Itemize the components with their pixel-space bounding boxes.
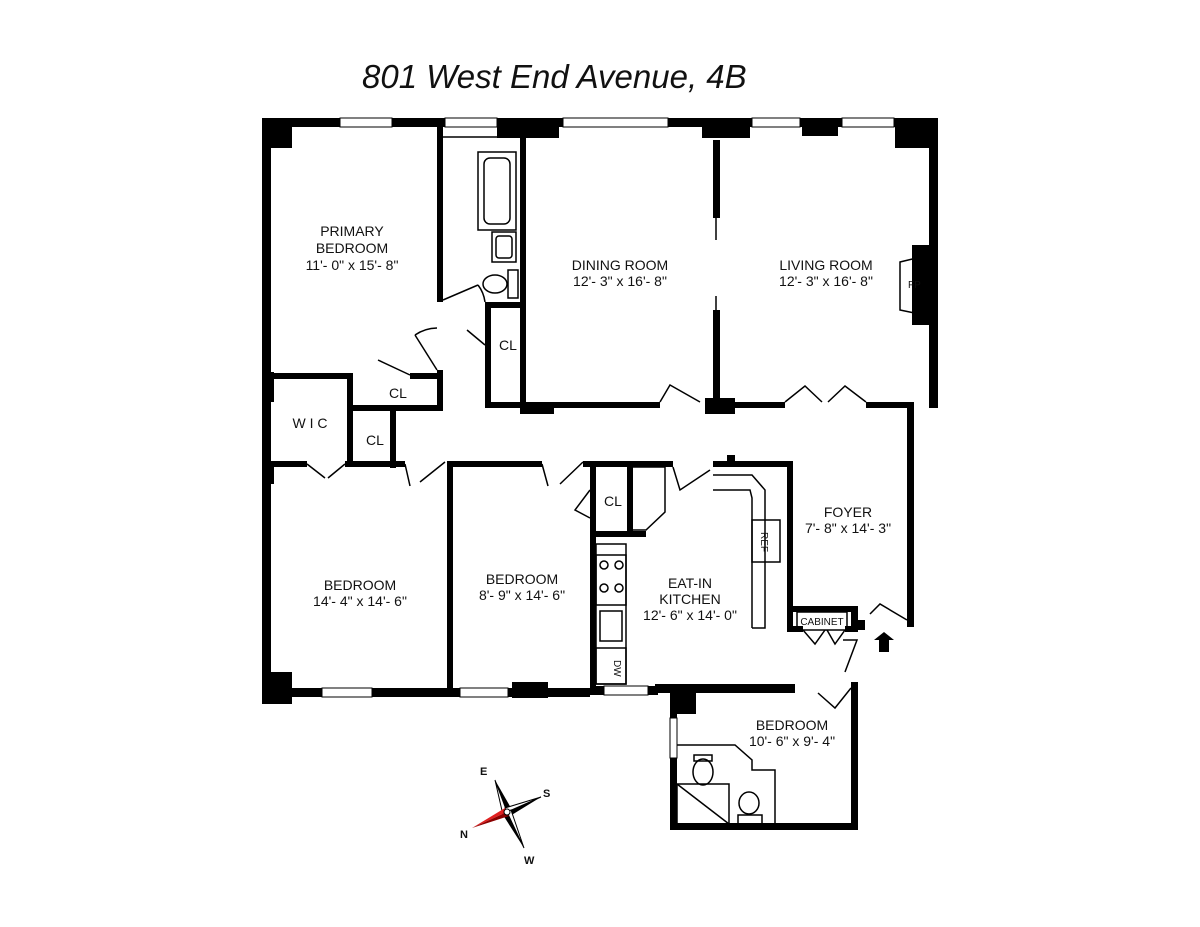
room-dimensions: 12'- 3" x 16'- 8" — [573, 273, 667, 289]
room-dimensions: 10'- 6" x 9'- 4" — [749, 733, 835, 749]
closet-label: CL — [499, 337, 517, 353]
room-dimensions: 12'- 3" x 16'- 8" — [779, 273, 873, 289]
room-name: LIVING ROOM — [779, 257, 872, 273]
entry-arrow-icon — [874, 632, 894, 652]
room-kitchen: EAT-IN KITCHEN 12'- 6" x 14'- 0" — [643, 575, 737, 623]
room-bedroom-3: BEDROOM 10'- 6" x 9'- 4" — [749, 717, 835, 749]
room-name: PRIMARY — [320, 223, 384, 239]
floorplan-title: 801 West End Avenue, 4B — [362, 58, 747, 95]
fireplace — [899, 254, 930, 317]
room-name: BEDROOM — [324, 577, 396, 593]
exterior-walls — [262, 117, 938, 830]
room-dining-room: DINING ROOM 12'- 3" x 16'- 8" — [572, 257, 668, 289]
room-dimensions: 14'- 4" x 14'- 6" — [313, 593, 407, 609]
refrigerator-label: REF — [758, 532, 769, 552]
dishwasher-label: DW — [611, 660, 622, 677]
fireplace-label: FP — [908, 280, 921, 291]
compass-south-label: S — [543, 788, 550, 800]
room-dimensions: 7'- 8" x 14'- 3" — [805, 520, 891, 536]
compass-east-label: E — [480, 766, 487, 778]
walk-in-closet-label: W I C — [293, 415, 328, 431]
kitchen-appliances — [595, 466, 781, 685]
door-swings — [306, 284, 908, 710]
bathroom-fixtures — [477, 151, 519, 299]
cabinet-label: CABINET — [800, 617, 843, 628]
compass-north-label: N — [460, 829, 468, 841]
room-name: EAT-IN — [668, 575, 712, 591]
compass-rose-icon — [472, 779, 542, 849]
closet-label: CL — [366, 432, 384, 448]
room-bedroom-1: BEDROOM 14'- 4" x 14'- 6" — [313, 577, 407, 609]
room-name: BEDROOM — [486, 571, 558, 587]
closet-label: CL — [389, 385, 407, 401]
room-primary-bedroom: PRIMARY BEDROOM 11'- 0" x 15'- 8" — [306, 223, 399, 273]
room-bedroom-2: BEDROOM 8'- 9" x 14'- 6" — [479, 571, 565, 603]
room-living-room: LIVING ROOM 12'- 3" x 16'- 8" — [779, 257, 873, 289]
room-name: FOYER — [824, 504, 872, 520]
compass-west-label: W — [524, 855, 535, 867]
closet-label: CL — [604, 493, 622, 509]
small-bathroom-fixtures — [676, 744, 776, 825]
room-name: KITCHEN — [659, 591, 720, 607]
room-name: BEDROOM — [756, 717, 828, 733]
room-dimensions: 11'- 0" x 15'- 8" — [306, 257, 399, 273]
room-name: DINING ROOM — [572, 257, 668, 273]
room-dimensions: 12'- 6" x 14'- 0" — [643, 607, 737, 623]
cabinet — [796, 611, 848, 631]
room-dimensions: 8'- 9" x 14'- 6" — [479, 587, 565, 603]
room-foyer: FOYER 7'- 8" x 14'- 3" — [805, 504, 891, 536]
interior-walls — [262, 127, 914, 696]
room-name: BEDROOM — [316, 240, 388, 256]
